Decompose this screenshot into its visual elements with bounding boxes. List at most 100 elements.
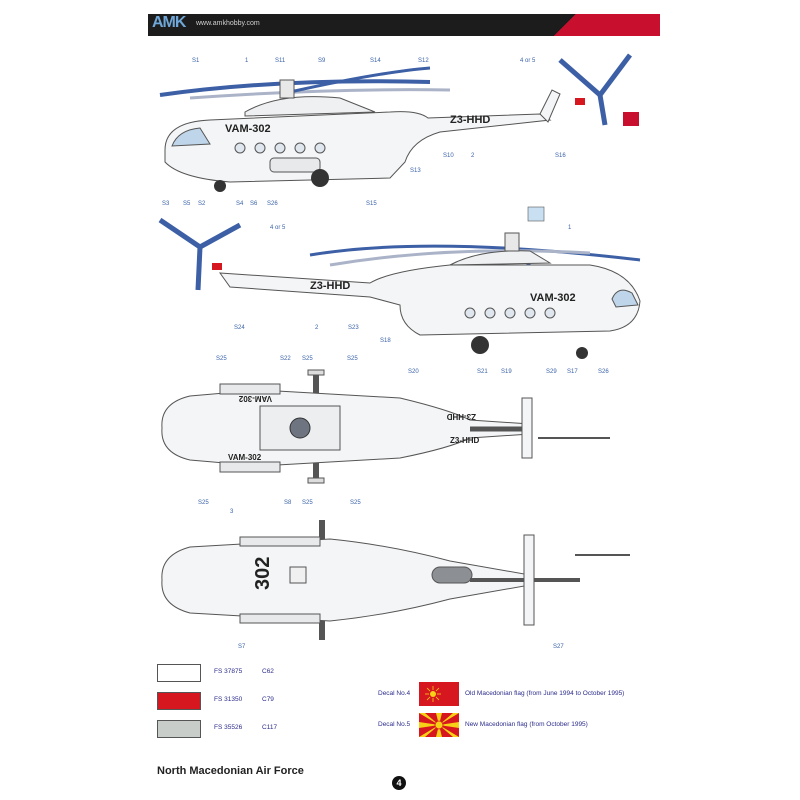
callout: S2 bbox=[198, 201, 206, 207]
serial-code: VAM-302 bbox=[238, 394, 272, 403]
fs-code: FS 31350 bbox=[214, 696, 243, 703]
callout: S15 bbox=[366, 201, 377, 207]
window bbox=[314, 142, 326, 154]
callout: S6 bbox=[250, 201, 258, 207]
callout: 3 bbox=[230, 509, 234, 515]
color-swatch-white bbox=[157, 664, 201, 682]
vergina-sun-icon bbox=[425, 686, 441, 702]
callout: S4 bbox=[236, 201, 244, 207]
callout: S10 bbox=[443, 153, 454, 159]
callout: S27 bbox=[553, 644, 564, 650]
bottom-view: 302 3 S7 S27 bbox=[161, 509, 630, 650]
window bbox=[274, 142, 286, 154]
callout: S17 bbox=[567, 369, 578, 375]
main-wheel bbox=[311, 169, 329, 187]
callout: S29 bbox=[546, 369, 557, 375]
serial-code: VAM-302 bbox=[228, 453, 262, 462]
flag-color-box bbox=[623, 112, 639, 126]
window bbox=[524, 307, 536, 319]
callout: 1 bbox=[245, 58, 249, 64]
fairing bbox=[431, 566, 473, 584]
serial-code: 302 bbox=[252, 557, 274, 590]
tail-rotor-blade bbox=[158, 217, 202, 250]
callout: S25 bbox=[302, 500, 313, 506]
cockpit-glazing bbox=[611, 289, 639, 308]
callout: S25 bbox=[216, 356, 227, 362]
callout: S25 bbox=[347, 356, 358, 362]
window bbox=[254, 142, 266, 154]
callout: S23 bbox=[348, 325, 359, 331]
callout: S25 bbox=[198, 500, 209, 506]
window bbox=[294, 142, 306, 154]
callout: S14 bbox=[370, 58, 381, 64]
brand-logo: AMK bbox=[152, 14, 186, 31]
callout: S25 bbox=[302, 356, 313, 362]
nose-wheel bbox=[214, 180, 226, 192]
left-side-view: VAM-302 Z3-HHD S1 1 S11 S9 S14 S12 4 or … bbox=[159, 53, 639, 207]
window bbox=[464, 307, 476, 319]
tail-flag-decal bbox=[575, 98, 585, 105]
callout: S7 bbox=[238, 644, 246, 650]
callout: S9 bbox=[318, 58, 326, 64]
callout: S1 bbox=[192, 58, 200, 64]
callout: 4 or 5 bbox=[270, 225, 286, 231]
main-rotor-blade bbox=[329, 249, 591, 267]
callout: S26 bbox=[598, 369, 609, 375]
callout: S19 bbox=[501, 369, 512, 375]
tail-rotor-blade bbox=[195, 246, 203, 291]
window bbox=[544, 307, 556, 319]
callout: 2 bbox=[471, 153, 475, 159]
callout: 4 or 5 bbox=[520, 58, 536, 64]
callout: S21 bbox=[477, 369, 488, 375]
callout: S3 bbox=[162, 201, 170, 207]
callout: S18 bbox=[380, 338, 391, 344]
decal-description: Old Macedonian flag (from June 1994 to O… bbox=[465, 690, 625, 697]
horizontal-stabilizer bbox=[521, 397, 533, 459]
tail-fin bbox=[539, 89, 561, 123]
serial-code: VAM-302 bbox=[225, 123, 271, 135]
registration-code: Z3-HHD bbox=[446, 412, 476, 421]
horizontal-stabilizer bbox=[523, 534, 535, 626]
fuselage bbox=[164, 111, 552, 183]
website-url: www.amkhobby.com bbox=[196, 20, 260, 27]
callout: S13 bbox=[410, 168, 421, 174]
callout: S26 bbox=[267, 201, 278, 207]
window bbox=[234, 142, 246, 154]
fuel-tank bbox=[219, 461, 281, 473]
color-code: C117 bbox=[262, 724, 278, 731]
tail-rotor-blade bbox=[558, 58, 602, 97]
color-code: C79 bbox=[262, 696, 274, 703]
tail-rotor-blade bbox=[597, 94, 608, 126]
rotor-hub bbox=[279, 79, 295, 99]
decal-description: New Macedonian flag (from October 1995) bbox=[465, 721, 588, 728]
old-macedonian-flag bbox=[419, 682, 459, 706]
fs-code: FS 37875 bbox=[214, 668, 243, 675]
callout: S22 bbox=[280, 356, 291, 362]
fs-code: FS 35526 bbox=[214, 724, 243, 731]
window bbox=[504, 307, 516, 319]
callout: S11 bbox=[275, 58, 286, 64]
page-title: North Macedonian Air Force bbox=[157, 765, 304, 777]
tail-rotor-blade bbox=[198, 222, 242, 250]
rotor-hub bbox=[504, 232, 520, 252]
registration-code: Z3-HHD bbox=[310, 280, 350, 292]
color-swatch-grey bbox=[157, 720, 201, 738]
callout: S25 bbox=[350, 500, 361, 506]
fuselage bbox=[218, 264, 641, 336]
new-macedonian-flag bbox=[419, 713, 459, 737]
callout: 1 bbox=[568, 225, 572, 231]
rotor-hub bbox=[289, 417, 311, 439]
rotor-stub-tip bbox=[307, 477, 325, 484]
decal-label: Decal No.5 bbox=[378, 721, 411, 728]
color-code: C62 bbox=[262, 668, 274, 675]
main-rotor-blade bbox=[289, 66, 431, 94]
callout: S8 bbox=[284, 500, 292, 506]
nose-wheel bbox=[576, 347, 588, 359]
rotor-stub-tip bbox=[307, 369, 325, 376]
top-view: VAM-302 VAM-302 Z3-HHD Z3-HHD S25 S22 S2… bbox=[161, 356, 610, 506]
serial-code: VAM-302 bbox=[530, 292, 576, 304]
engine-cowling bbox=[449, 250, 552, 266]
window bbox=[484, 307, 496, 319]
tail-rotor-blade bbox=[598, 53, 632, 97]
